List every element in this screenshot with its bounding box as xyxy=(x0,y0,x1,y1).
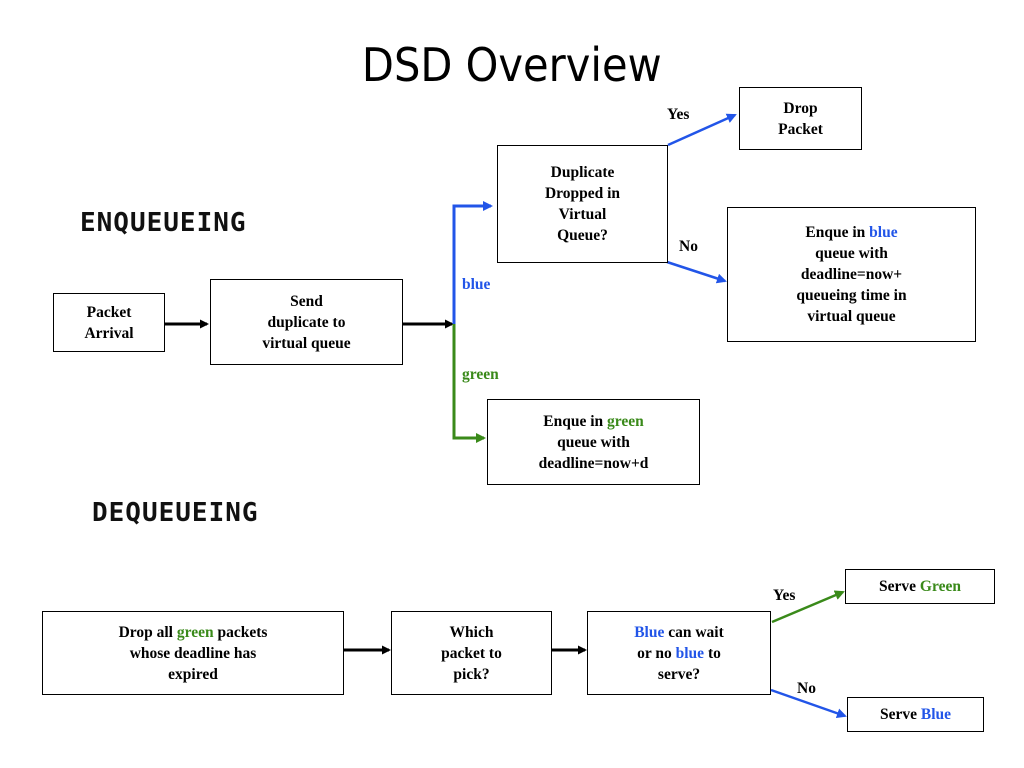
blue-branch-label: blue xyxy=(462,276,491,293)
drop-green-packets-box: Drop all green packets whose deadline ha… xyxy=(42,611,344,695)
duplicate-dropped-decision-box: Duplicate Dropped in Virtual Queue? xyxy=(497,145,668,263)
enque-blue-box: Enque in blue queue with deadline=now+ q… xyxy=(727,207,976,342)
no-label-enqueue: No xyxy=(679,238,698,255)
yes-label-dequeue: Yes xyxy=(773,587,796,604)
which-packet-box: Which packet to pick? xyxy=(391,611,552,695)
serve-blue-box: Serve Blue xyxy=(847,697,984,732)
enque-green-box: Enque in green queue with deadline=now+d xyxy=(487,399,700,485)
slide-title: DSD Overview xyxy=(361,38,662,92)
enqueueing-heading: ENQUEUEING xyxy=(80,208,247,238)
yes-label-enqueue: Yes xyxy=(667,106,690,123)
arrow-no-enque-blue xyxy=(666,260,727,284)
arrow-green-branch xyxy=(452,324,486,443)
dequeueing-heading: DEQUEUEING xyxy=(92,498,259,528)
packet-arrival-box: Packet Arrival xyxy=(53,293,165,352)
send-duplicate-box: Send duplicate to virtual queue xyxy=(210,279,403,365)
arrow-yes-drop xyxy=(667,113,737,147)
arrow-yes-serve-green xyxy=(771,590,845,624)
drop-packet-box: Drop Packet xyxy=(739,87,862,150)
green-branch-label: green xyxy=(462,366,499,383)
blue-can-wait-decision-box: Blue can wait or no blue to serve? xyxy=(587,611,771,695)
arrow-blue-branch xyxy=(452,201,493,324)
arrow-no-serve-blue xyxy=(770,688,847,719)
serve-green-box: Serve Green xyxy=(845,569,995,604)
no-label-dequeue: No xyxy=(797,680,816,697)
